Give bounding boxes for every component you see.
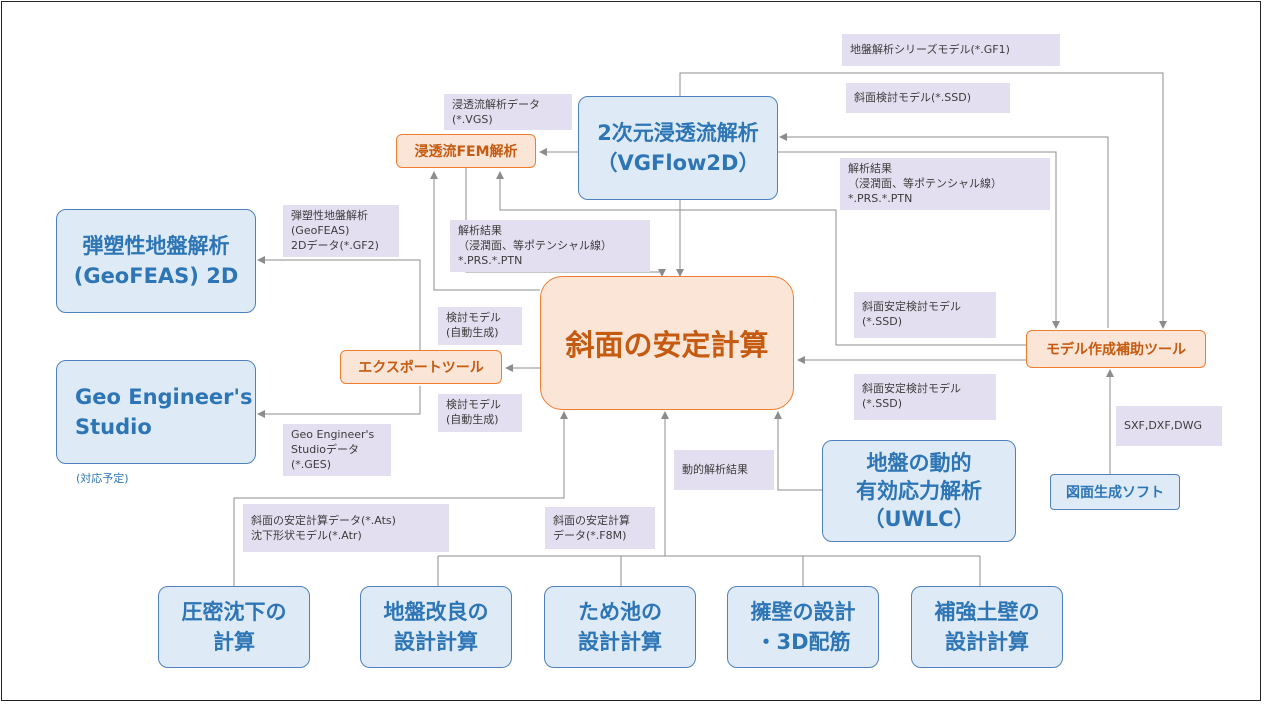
node-uwlc[interactable]: 地盤の動的 有効応力解析 （UWLC） xyxy=(822,440,1016,542)
node-geofeas[interactable]: 弾塑性地盤解析 (GeoFEAS) 2D xyxy=(56,209,256,313)
node-ground-improvement[interactable]: 地盤改良の 設計計算 xyxy=(360,586,512,668)
connector-export-ges xyxy=(257,386,421,418)
node-consolidation[interactable]: 圧密沈下の 計算 xyxy=(158,586,310,668)
label-auto-model-1: 検討モデル (自動生成) xyxy=(438,307,522,345)
node-drawing-soft[interactable]: 図面生成ソフト xyxy=(1050,474,1180,510)
node-export-tool[interactable]: エクスポートツール xyxy=(340,350,502,384)
label-dynamic-result: 動的解析結果 xyxy=(674,450,774,490)
connector-center-fem xyxy=(430,171,540,291)
node-slope-stability[interactable]: 斜面の安定計算 xyxy=(540,276,794,410)
node-seepage-fem[interactable]: 浸透流FEM解析 xyxy=(396,134,536,168)
node-vgflow2d[interactable]: 2次元浸透流解析 （VGFlow2D） xyxy=(578,96,778,200)
label-result-right: 解析結果 （浸潤面、等ポテンシャル線） *.PRS.*.PTN xyxy=(840,158,1050,210)
node-reinforced-wall[interactable]: 補強土壁の 設計計算 xyxy=(911,586,1063,668)
connector-consolidation-center xyxy=(233,411,568,586)
connector-gf1 xyxy=(679,72,1167,329)
ges-note: (対応予定) xyxy=(76,472,129,485)
label-ssd-top: 斜面検討モデル(*.SSD) xyxy=(846,83,1010,113)
label-ssd-mid1: 斜面安定検討モデル (*.SSD) xyxy=(854,292,996,338)
label-ges-data: Geo Engineer's Studioデータ (*.GES) xyxy=(283,424,391,476)
label-sxf: SXF,DXF,DWG xyxy=(1116,406,1222,446)
node-geo-engineers-studio[interactable]: Geo Engineer's Studio xyxy=(56,360,256,464)
label-vgs: 浸透流解析データ (*.VGS) xyxy=(444,94,572,130)
label-ssd-mid2: 斜面安定検討モデル (*.SSD) xyxy=(854,374,996,420)
label-auto-model-2: 検討モデル (自動生成) xyxy=(438,394,522,432)
node-model-tool[interactable]: モデル作成補助ツール xyxy=(1026,330,1206,368)
connector-uwlc-center xyxy=(774,411,822,491)
connector-export-geofeas xyxy=(257,256,421,350)
node-pond[interactable]: ため池の 設計計算 xyxy=(544,586,696,668)
label-f8m: 斜面の安定計算 データ(*.F8M) xyxy=(545,507,655,549)
label-result-left: 解析結果 （浸潤面、等ポテンシャル線） *.PRS.*.PTN xyxy=(450,220,650,272)
label-gf1: 地盤解析シリーズモデル(*.GF1) xyxy=(842,34,1060,66)
node-retaining-wall[interactable]: 擁壁の設計 ・3D配筋 xyxy=(727,586,879,668)
connector-model-fem xyxy=(496,171,1026,346)
connector-result-right xyxy=(778,151,1060,329)
label-ats-atr: 斜面の安定計算データ(*.Ats) 沈下形状モデル(*.Atr) xyxy=(243,504,449,552)
label-gf2: 弾塑性地盤解析 (GeoFEAS) 2Dデータ(*.GF2) xyxy=(283,205,399,257)
connector-ssd-top xyxy=(779,133,1109,328)
